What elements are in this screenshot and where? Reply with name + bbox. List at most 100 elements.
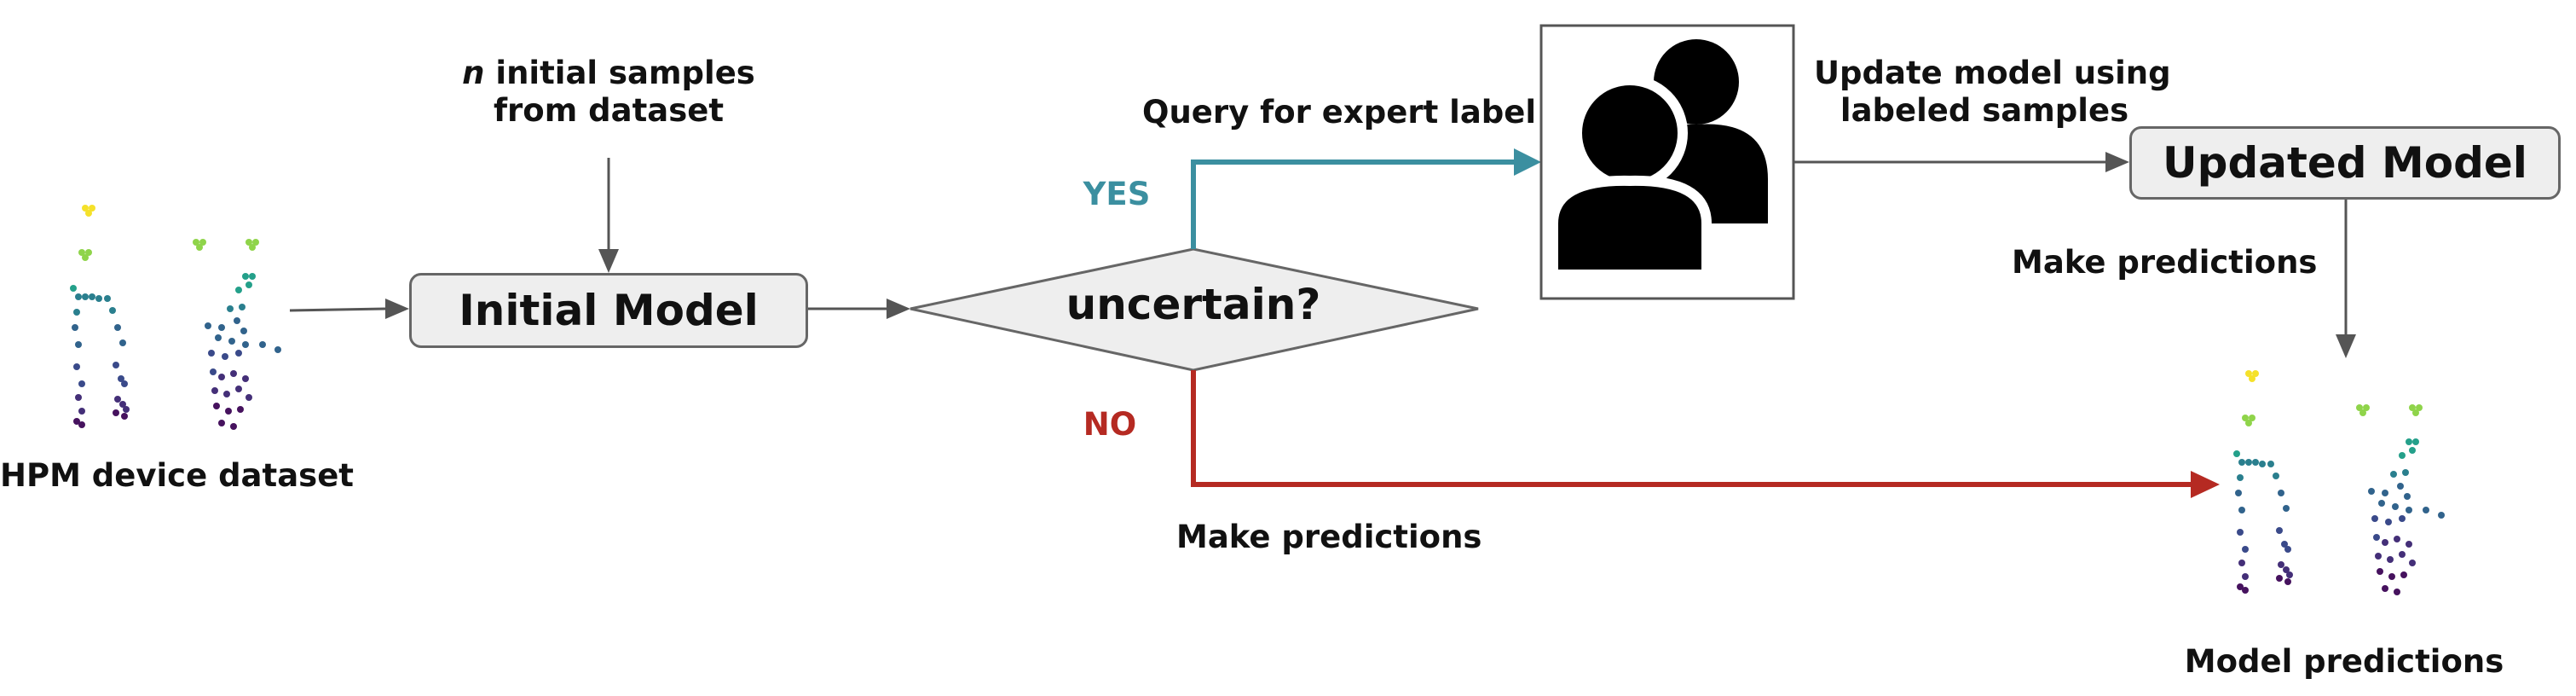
scatter-point (2409, 404, 2416, 411)
scatter-point (230, 370, 237, 377)
scatter-point (2281, 541, 2288, 548)
scatter-point (2382, 585, 2388, 592)
scatter-point (237, 406, 244, 413)
scatter-point (121, 413, 128, 420)
scatter-point (2252, 459, 2259, 466)
scatter-point (70, 285, 77, 292)
scatter-point (82, 293, 89, 300)
scatter-point (274, 346, 281, 353)
scatter-point (2397, 483, 2404, 490)
scatter-point (2238, 459, 2245, 466)
scatter-point (2237, 583, 2244, 590)
scatter-point (242, 341, 249, 348)
scatter-point (205, 322, 211, 329)
scatter-point (2373, 534, 2380, 541)
scatter-point (2388, 573, 2395, 580)
scatter-point (215, 334, 222, 341)
scatter-point (2399, 551, 2406, 558)
scatter-point (118, 375, 124, 382)
no-path (1191, 370, 2191, 487)
scatter-point (235, 287, 242, 293)
scatter-point (234, 317, 240, 324)
scatter-point (2242, 573, 2249, 580)
scatter-point (2385, 519, 2392, 525)
scatter-point (82, 205, 89, 212)
make-predictions-top-label: Make predictions (2012, 244, 2318, 281)
scatter-point (2412, 438, 2419, 445)
scatter-point (2371, 515, 2378, 522)
scatter-point (2286, 571, 2293, 578)
scatter-point (119, 339, 126, 346)
scatter-point (2368, 488, 2375, 495)
scatter-point (218, 420, 225, 426)
scatter-point (82, 254, 89, 261)
initial-model-label: Initial Model (459, 286, 759, 335)
scatter-point (245, 394, 252, 401)
scatter-point (2409, 447, 2416, 454)
scatter-point (2245, 420, 2252, 426)
scatter-point (109, 307, 116, 314)
arrow-dataset-to-initial-model (289, 307, 386, 312)
scatter-point (2363, 404, 2370, 411)
scatter-point (218, 324, 225, 331)
scatter-point (2399, 515, 2406, 522)
scatter-point (242, 375, 249, 382)
scatter-point (210, 368, 217, 375)
scatter-point (2392, 503, 2399, 510)
scatter-point (2283, 505, 2290, 512)
scatter-point (2276, 575, 2283, 582)
n-variable: n (462, 55, 485, 91)
no-label: NO (1083, 406, 1137, 443)
scatter-point (235, 386, 242, 392)
scatter-point (2402, 469, 2409, 476)
scatter-point (2409, 560, 2416, 566)
scatter-point (2404, 493, 2411, 500)
scatter-point (2267, 461, 2274, 467)
scatter-point (78, 408, 85, 415)
scatter-point (119, 401, 126, 408)
scatter-point (2377, 568, 2383, 575)
scatter-point (2378, 500, 2385, 507)
scatter-point (73, 363, 80, 370)
scatter-point (2273, 473, 2279, 479)
scatter-point (2438, 512, 2445, 519)
scatter-point (95, 295, 102, 302)
query-label: Query for expert label (1142, 94, 1537, 130)
scatter-point (2278, 490, 2284, 496)
scatter-point (245, 281, 252, 288)
initial-samples-text: initial samples (495, 55, 755, 91)
initial-model-box: Initial Model (409, 273, 808, 348)
scatter-point (2406, 541, 2412, 548)
yes-label: YES (1083, 176, 1151, 212)
scatter-point (73, 418, 80, 425)
scatter-point (2276, 527, 2283, 534)
scatter-point (2412, 409, 2419, 416)
scatter-point (223, 391, 230, 397)
scatter-point (222, 353, 228, 360)
scatter-point (2359, 409, 2366, 416)
scatter-point (2233, 450, 2240, 457)
scatter-point (193, 239, 199, 246)
scatter-point (2235, 490, 2242, 496)
initial-samples-label: n initial samples from dataset (426, 55, 791, 130)
scatter-point (225, 408, 232, 415)
scatter-point (2278, 561, 2284, 568)
dataset-scatter (70, 205, 281, 430)
update-line-1: Update model using (1814, 55, 2171, 91)
scatter-point (2399, 452, 2406, 459)
scatter-point (75, 293, 82, 300)
scatter-point (245, 239, 252, 246)
scatter-point (240, 328, 247, 334)
scatter-point (249, 244, 256, 251)
scatter-point (2394, 536, 2400, 542)
scatter-point (230, 423, 237, 430)
scatter-point (104, 295, 111, 302)
scatter-point (75, 394, 82, 401)
scatter-point (2242, 587, 2249, 594)
scatter-point (2400, 571, 2407, 578)
scatter-point (121, 380, 128, 387)
scatter-point (239, 304, 245, 310)
scatter-point (89, 205, 95, 212)
scatter-point (123, 406, 130, 413)
scatter-point (199, 239, 206, 246)
